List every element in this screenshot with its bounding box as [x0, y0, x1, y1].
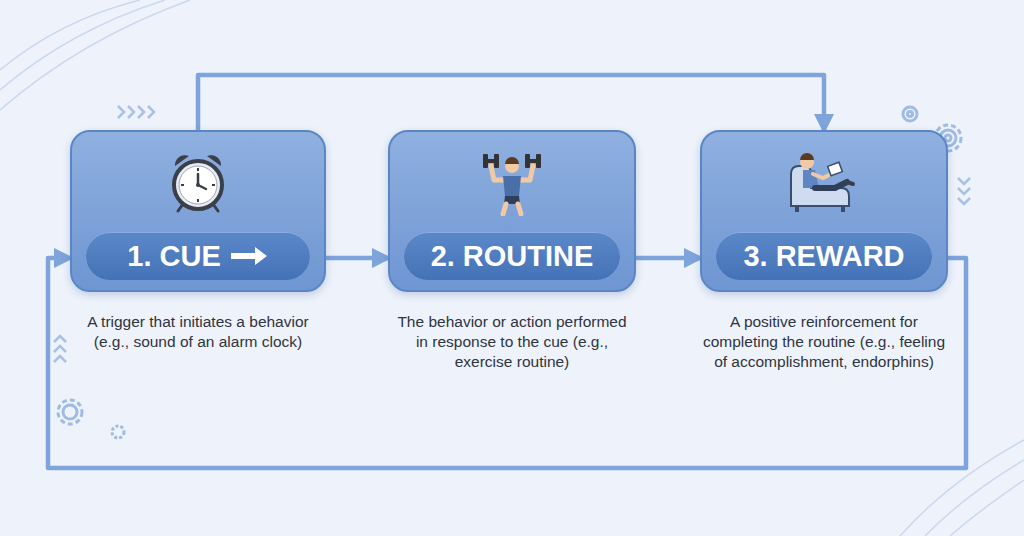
flow-arrow	[198, 75, 824, 130]
exercise-person-icon	[477, 150, 547, 216]
alarm-clock-icon	[167, 150, 229, 214]
step-description: The behavior or action performed in resp…	[390, 312, 634, 371]
step-label-pill: 2. ROUTINE	[404, 232, 620, 280]
step-label-pill: 1. CUE	[86, 232, 310, 280]
step-title: 3. REWARD	[743, 240, 904, 273]
step-description: A trigger that initiates a behavior (e.g…	[72, 312, 324, 352]
step-box: 3. REWARDA positive reinforcement for co…	[700, 130, 948, 292]
step-box: 2. ROUTINEThe behavior or action perform…	[388, 130, 636, 292]
flow-arrow	[636, 256, 700, 261]
step-title: 2. ROUTINE	[431, 240, 594, 273]
step-label-pill: 3. REWARD	[716, 232, 932, 280]
step-description: A positive reinforcement for completing …	[702, 312, 946, 371]
step-box: 1. CUE A trigger that initiates a behavi…	[70, 130, 326, 292]
step-title: 1. CUE	[127, 240, 220, 273]
arrow-icon	[229, 245, 269, 267]
relaxing-person-icon	[785, 150, 863, 214]
flow-arrow	[326, 256, 388, 261]
gears	[58, 107, 961, 438]
